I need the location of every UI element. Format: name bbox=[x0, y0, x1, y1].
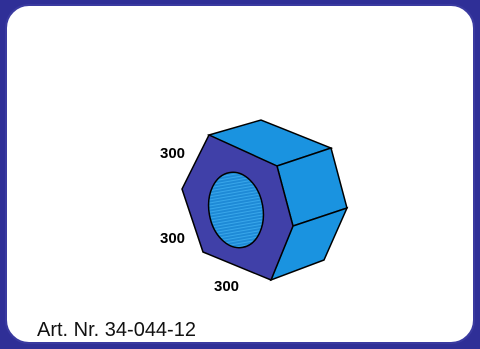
nut-hole bbox=[207, 171, 265, 249]
product-card: 300 300 300 Art. Nr. 34-044-12 bbox=[5, 4, 475, 344]
dimension-label-top: 300 bbox=[160, 145, 186, 162]
dimension-label-bottom: 300 bbox=[214, 278, 240, 295]
hex-nut-icon bbox=[181, 119, 349, 282]
article-number: Art. Nr. 34-044-12 bbox=[37, 319, 196, 341]
dimension-label-middle: 300 bbox=[160, 230, 186, 247]
